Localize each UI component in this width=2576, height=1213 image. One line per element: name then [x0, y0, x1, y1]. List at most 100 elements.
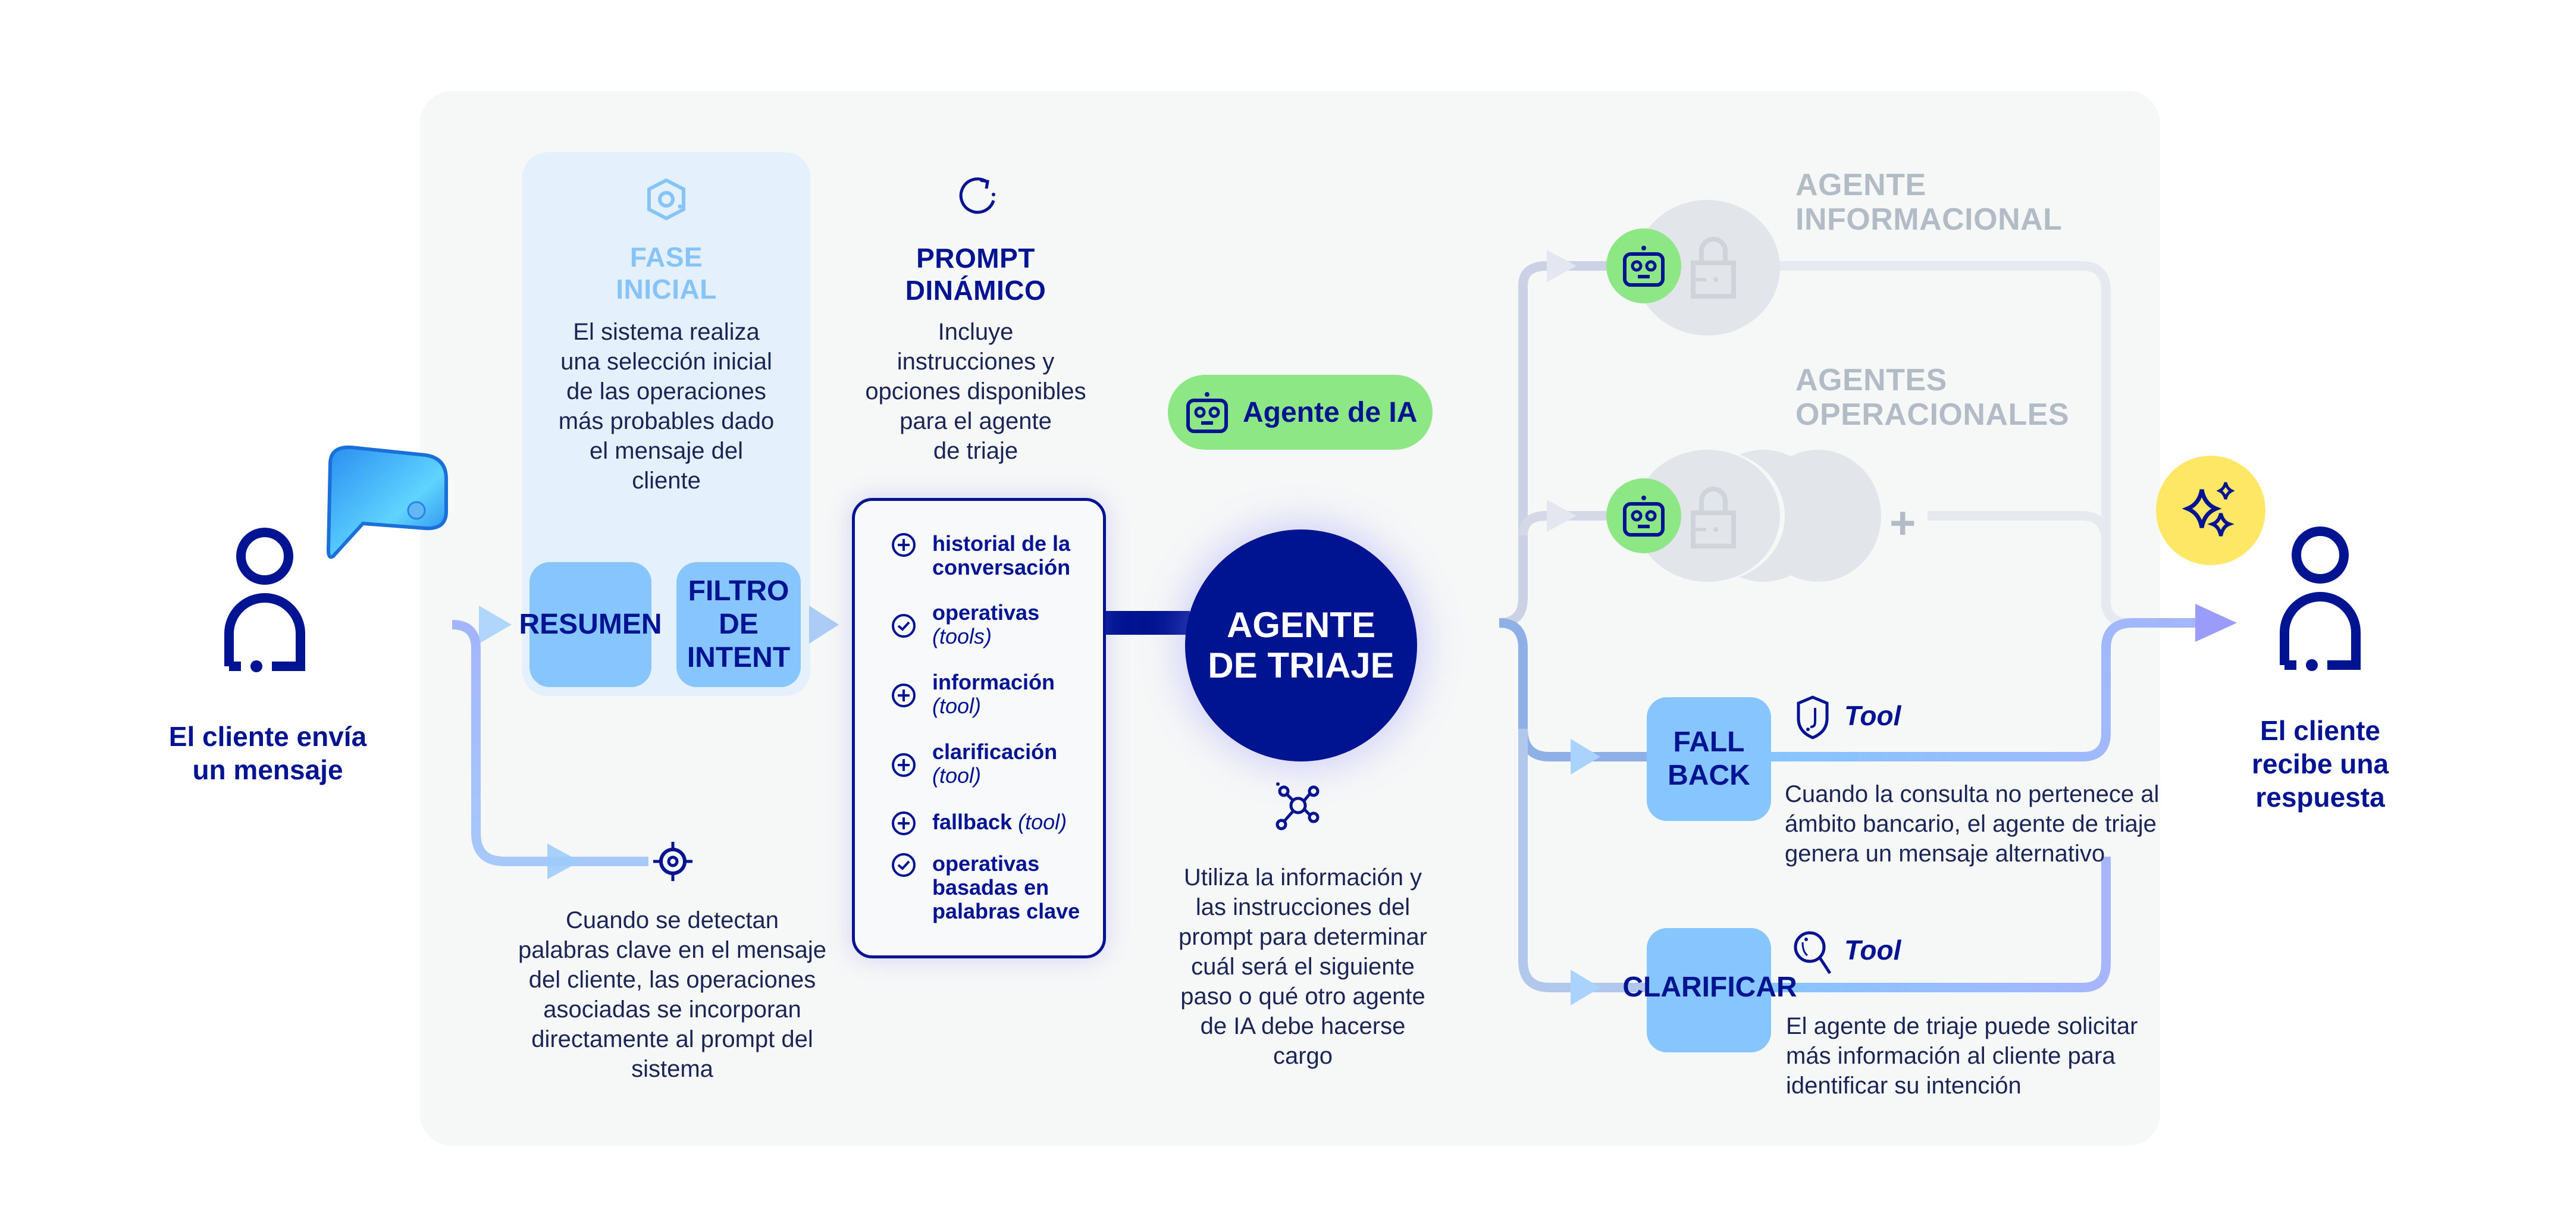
robot-icon: [1623, 246, 1665, 287]
triage-label-line: AGENTE: [1226, 605, 1375, 645]
lock-icon: [1690, 233, 1737, 300]
item-text: clarificación: [932, 739, 1058, 764]
connector-to-informacional: [1499, 261, 1606, 628]
desc-line: El sistema realiza: [573, 319, 760, 345]
receiver-label-line: recibe una: [2251, 748, 2389, 779]
arrowhead: [479, 606, 512, 644]
agente-informacional-title: AGENTE INFORMACIONAL: [1795, 168, 2062, 237]
title-line: INICIAL: [616, 274, 717, 305]
item-italic: (tool): [932, 763, 982, 788]
prompt-item-informacion: información(tool): [891, 670, 1055, 718]
sender-label-line: El cliente envía: [168, 721, 367, 752]
desc-line: sistema: [631, 1056, 713, 1082]
filtro-label-line: DE: [719, 609, 759, 640]
desc-line: cargo: [1273, 1043, 1333, 1069]
desc-line: ámbito bancario, el agente de triaje: [1785, 811, 2157, 837]
receiver-label-line: El cliente: [2260, 715, 2380, 746]
receiver-label: El cliente recibe una respuesta: [2201, 714, 2439, 814]
item-italic: (tool): [932, 694, 982, 718]
connector-fallback-out: [1771, 618, 2201, 761]
connector-to-operacionales: [1518, 511, 1606, 536]
desc-line: más probables dado: [558, 408, 775, 434]
magnifier-icon: [1792, 929, 1834, 977]
triage-label-line: DE TRIAJE: [1208, 645, 1394, 685]
agentes-operacionales-title: AGENTES OPERACIONALES: [1795, 363, 2069, 432]
check-circle-icon: [892, 853, 916, 877]
clarificar-block: [1647, 928, 1771, 1052]
fallback-tool-label: Tool: [1844, 700, 1901, 731]
clarificar-description: El agente de triaje puede solicitar más …: [1786, 1011, 2167, 1101]
keywords-description: Cuando se detectan palabras clave en el …: [488, 905, 857, 1084]
title-line: AGENTE: [1795, 168, 1926, 202]
sparkles-icon: [2182, 482, 2235, 537]
plus-circle-icon: [892, 753, 916, 777]
desc-line: paso o qué otro agente: [1180, 983, 1425, 1010]
prompt-item-operativas: operativas(tools): [891, 601, 1039, 648]
fallback-description: Cuando la consulta no pertenece al ámbit…: [1785, 779, 2166, 869]
item-italic: (tools): [932, 624, 992, 648]
title-line: FASE: [629, 242, 703, 272]
prompt-item-fallback: fallback (tool): [891, 810, 1067, 836]
desc-line: opciones disponibles: [865, 378, 1086, 405]
desc-line: directamente al prompt del: [531, 1026, 813, 1052]
clarificar-label: CLARIFICAR: [1622, 971, 1797, 1003]
item-italic: (tool): [1018, 810, 1067, 834]
desc-line: más información al cliente para: [1786, 1043, 2116, 1069]
fase-inicial-description: El sistema realiza una selección inicial…: [522, 317, 810, 496]
chat-bubble-icon: [315, 440, 458, 571]
fallback-label-line: FALL: [1673, 726, 1745, 758]
filtro-label-line: INTENT: [687, 642, 791, 673]
fase-inicial-title: FASE INICIAL: [522, 241, 810, 305]
item-text: fallback: [932, 810, 1013, 834]
prompt-dinamico-title: PROMPT DINÁMICO: [833, 242, 1118, 306]
connector-sender-keywords: [452, 620, 648, 866]
plus-circle-icon: [892, 684, 916, 707]
plus-circle-icon: [892, 811, 916, 835]
desc-line: de IA debe hacerse: [1200, 1013, 1406, 1039]
desc-line: del cliente, las operaciones: [528, 967, 816, 993]
title-line: INFORMACIONAL: [1795, 202, 2063, 237]
title-line: PROMPT: [916, 243, 1035, 274]
plus-circle-icon: [892, 533, 916, 557]
desc-line: Cuando la consulta no pertenece al: [1785, 781, 2160, 807]
item-text: operativas: [932, 600, 1040, 625]
arrowhead: [1547, 250, 1577, 282]
desc-line: Incluye: [938, 319, 1014, 345]
final-arrowhead: [2195, 604, 2237, 642]
title-line: DINÁMICO: [905, 275, 1046, 306]
desc-line: para el agente: [900, 408, 1052, 434]
fallback-block: FALL BACK: [1647, 697, 1771, 821]
title-line: AGENTES: [1795, 363, 1947, 397]
desc-line: cuál será el siguiente: [1191, 954, 1415, 980]
desc-line: Utiliza la información y: [1183, 864, 1422, 891]
sender-label: El cliente envía un mensaje: [137, 720, 399, 786]
item-text: palabras clave: [932, 899, 1080, 923]
receiver-person-icon: [2261, 522, 2380, 677]
desc-line: instrucciones y: [897, 349, 1055, 375]
prompt-item-clarificacion: clarificación(tool): [891, 740, 1057, 788]
robot-icon: [1186, 392, 1228, 433]
sender-label-line: un mensaje: [192, 754, 343, 785]
desc-line: palabras clave en el mensaje: [518, 937, 827, 963]
plus-more-agents: +: [1889, 498, 1916, 548]
receiver-label-line: respuesta: [2255, 782, 2385, 813]
hexagon-alert-icon: [644, 177, 688, 221]
clarificar-tool-label: Tool: [1844, 935, 1901, 966]
item-text: operativas: [932, 851, 1040, 876]
desc-line: cliente: [632, 468, 701, 494]
desc-line: el mensaje del: [590, 438, 743, 464]
robot-icon: [1623, 496, 1665, 537]
arrowhead: [809, 606, 839, 644]
shield-icon: [1795, 695, 1831, 740]
desc-line: identificar su intención: [1786, 1073, 2022, 1099]
item-text: conversación: [932, 555, 1071, 579]
desc-line: asociadas se incorporan: [543, 996, 801, 1023]
item-text: basadas en: [932, 875, 1049, 899]
agente-ia-badge: Agente de IA: [1168, 375, 1433, 450]
check-circle-icon: [892, 614, 916, 638]
robot-icon-badge: [1606, 228, 1681, 303]
network-icon: [1273, 781, 1323, 830]
